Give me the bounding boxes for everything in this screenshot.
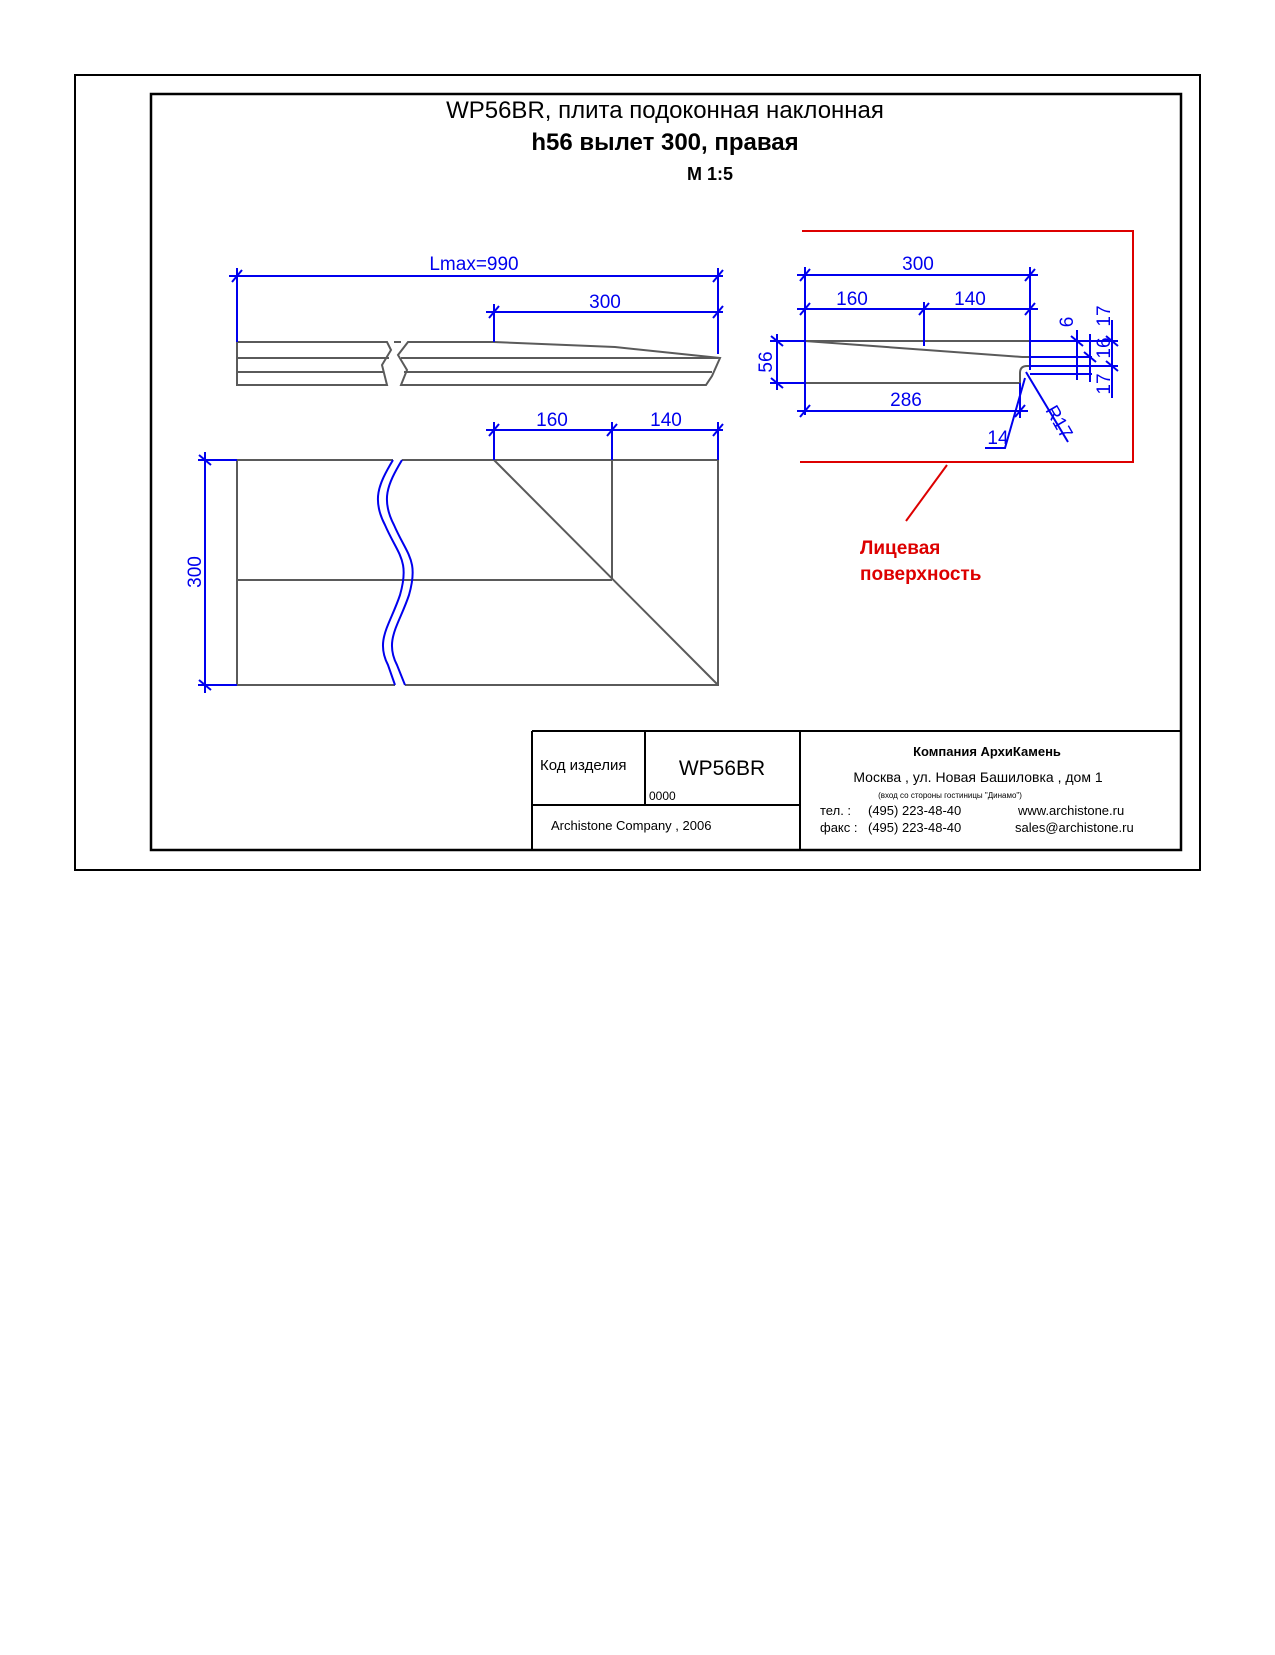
dim-tick [712, 305, 724, 319]
tb-tel: (495) 223-48-40 [868, 803, 961, 818]
drawing-scale: М 1:5 [687, 164, 733, 184]
dim-tick [606, 423, 618, 437]
dim-tick [1083, 351, 1097, 363]
tb-copyright: Archistone Company , 2006 [551, 818, 711, 833]
dim-length-label: Lmax=990 [429, 254, 518, 275]
face-note-line2: поверхность [860, 564, 981, 585]
dim-tick [488, 305, 500, 319]
side-slab-outline-right [396, 341, 722, 386]
dim-section-seg1-label: 160 [836, 289, 868, 310]
dim-section-seg2-label: 140 [954, 289, 986, 310]
tb-code-label: Код изделия [540, 757, 626, 774]
dim-right-label-3: 16 [1094, 337, 1115, 358]
dim-plan-width-label: 300 [185, 556, 206, 588]
dim-tick [799, 404, 811, 418]
inner-frame [149, 92, 1183, 852]
dim-tick [198, 679, 212, 691]
tb-web: www.archistone.ru [1017, 803, 1124, 818]
dim-radius-leader [1025, 371, 1069, 443]
tb-email: sales@archistone.ru [1015, 820, 1134, 835]
plan-diagonal [493, 459, 719, 686]
tb-fax-label: факс : [820, 820, 857, 835]
side-view: Lmax=990 300 [229, 254, 724, 386]
face-surface-outline [800, 230, 1134, 463]
dim-plan-seg2-label: 140 [650, 410, 682, 431]
dim-section-height-label: 56 [756, 351, 777, 372]
dim-tick [1070, 335, 1084, 347]
plan-view: 300 160 140 [185, 410, 724, 693]
dim-section-bottom-label: 286 [890, 390, 922, 411]
plan-outline-left [236, 459, 395, 686]
dim-plan-seg1-label: 160 [536, 410, 568, 431]
dim-tick [712, 423, 724, 437]
face-leader-line [905, 464, 948, 522]
drawing-title: WP56BR, плита подоконная наклонная [446, 97, 884, 124]
dim-tick [1105, 335, 1119, 347]
title-block: Код изделия WP56BR 0000 Archistone Compa… [531, 730, 1181, 850]
tb-fax: (495) 223-48-40 [868, 820, 961, 835]
side-slab-outline [236, 341, 393, 386]
plan-break-wave [385, 459, 414, 686]
tb-company: Компания АрхиКамень [913, 744, 1061, 759]
tb-address-note: (вход со стороны гостиницы "Динамо") [878, 791, 1022, 800]
dim-radius-label: R17 [1041, 402, 1077, 443]
dim-drip-label: 14 [987, 428, 1009, 449]
dim-tick [770, 377, 784, 389]
dim-tick [770, 335, 784, 347]
section-view: Лицевая поверхность 300 160 140 56 286 [756, 230, 1134, 585]
drawing-subtitle: h56 вылет 300, правая [531, 129, 798, 156]
section-slope-line [804, 340, 1023, 358]
tb-address: Москва , ул. Новая Башиловка , дом 1 [853, 769, 1102, 785]
dim-tick [1024, 302, 1036, 316]
dim-overhang-label: 300 [589, 292, 621, 313]
dim-tick [1105, 360, 1119, 372]
dim-right-label-4: 17 [1094, 373, 1115, 394]
dim-tick [712, 269, 724, 283]
section-profile [804, 340, 1031, 384]
dim-tick [231, 269, 243, 283]
plan-outline-right [402, 459, 719, 686]
dim-right-label-2: 17 [1094, 305, 1115, 326]
dim-tick [918, 302, 930, 316]
dim-drip-leader [985, 377, 1026, 449]
dim-tick [488, 423, 500, 437]
dim-tick [799, 302, 811, 316]
face-note-line1: Лицевая [860, 538, 940, 559]
dim-right-label-1: 6 [1057, 317, 1078, 328]
tb-number: 0000 [649, 789, 676, 803]
dim-section-total-label: 300 [902, 254, 934, 275]
dim-tick [198, 454, 212, 466]
plan-break-wave [376, 459, 405, 686]
tb-code-value: WP56BR [679, 757, 765, 780]
tb-tel-label: тел. : [820, 803, 851, 818]
outer-frame [74, 74, 1201, 871]
dim-tick [1014, 404, 1026, 418]
